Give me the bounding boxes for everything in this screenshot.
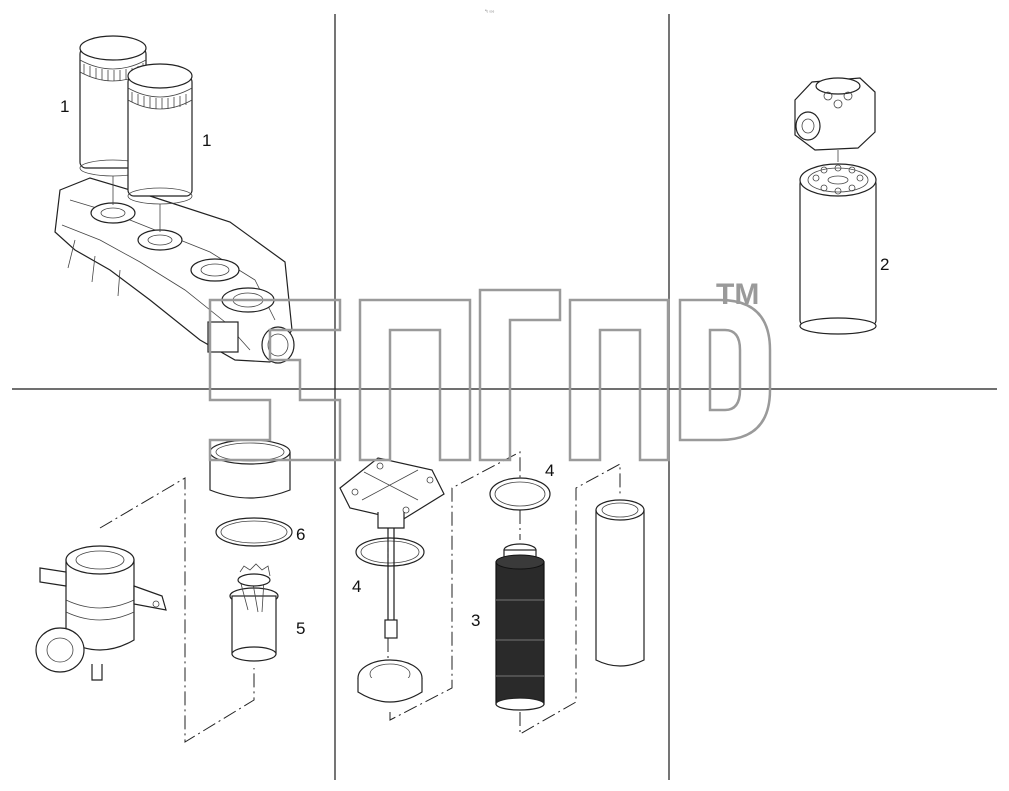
single-filter-assembly (794, 77, 877, 335)
corner-mark: ᵃ₀ ₀₀₀ (485, 8, 495, 13)
callout-4-right: 4 (545, 461, 554, 480)
watermark-logo (208, 288, 772, 462)
callout-3: 3 (471, 611, 480, 630)
cartridge-filter-assembly (339, 451, 645, 735)
spin-on-filter-2 (799, 163, 877, 335)
filter-housing (35, 545, 167, 681)
cover-plate (339, 457, 445, 529)
filter-sleeve (595, 499, 645, 667)
callout-4-left: 4 (352, 577, 361, 596)
twin-filter-assembly (54, 35, 295, 364)
filter-head-block (54, 177, 295, 364)
filter-element-5 (229, 563, 279, 662)
filter-head (794, 77, 876, 162)
callout-1-left: 1 (60, 97, 69, 116)
callout-1-right: 1 (202, 131, 211, 150)
dash-leaders-bottom-middle (387, 451, 621, 735)
o-ring-4-right (489, 477, 551, 511)
callout-5: 5 (296, 619, 305, 638)
callout-2: 2 (880, 255, 889, 274)
o-ring-4-left (355, 537, 425, 567)
cartridge-element-3 (495, 543, 545, 711)
watermark-tm: TM (716, 278, 759, 311)
filter-bowl (209, 439, 291, 499)
base-seal (357, 659, 423, 703)
callout-6: 6 (296, 525, 305, 544)
dash-leader-bottom-left (99, 477, 255, 743)
spin-on-filter-1-right (127, 63, 193, 232)
inline-filter-assembly (35, 439, 293, 743)
o-ring-6 (215, 517, 293, 547)
